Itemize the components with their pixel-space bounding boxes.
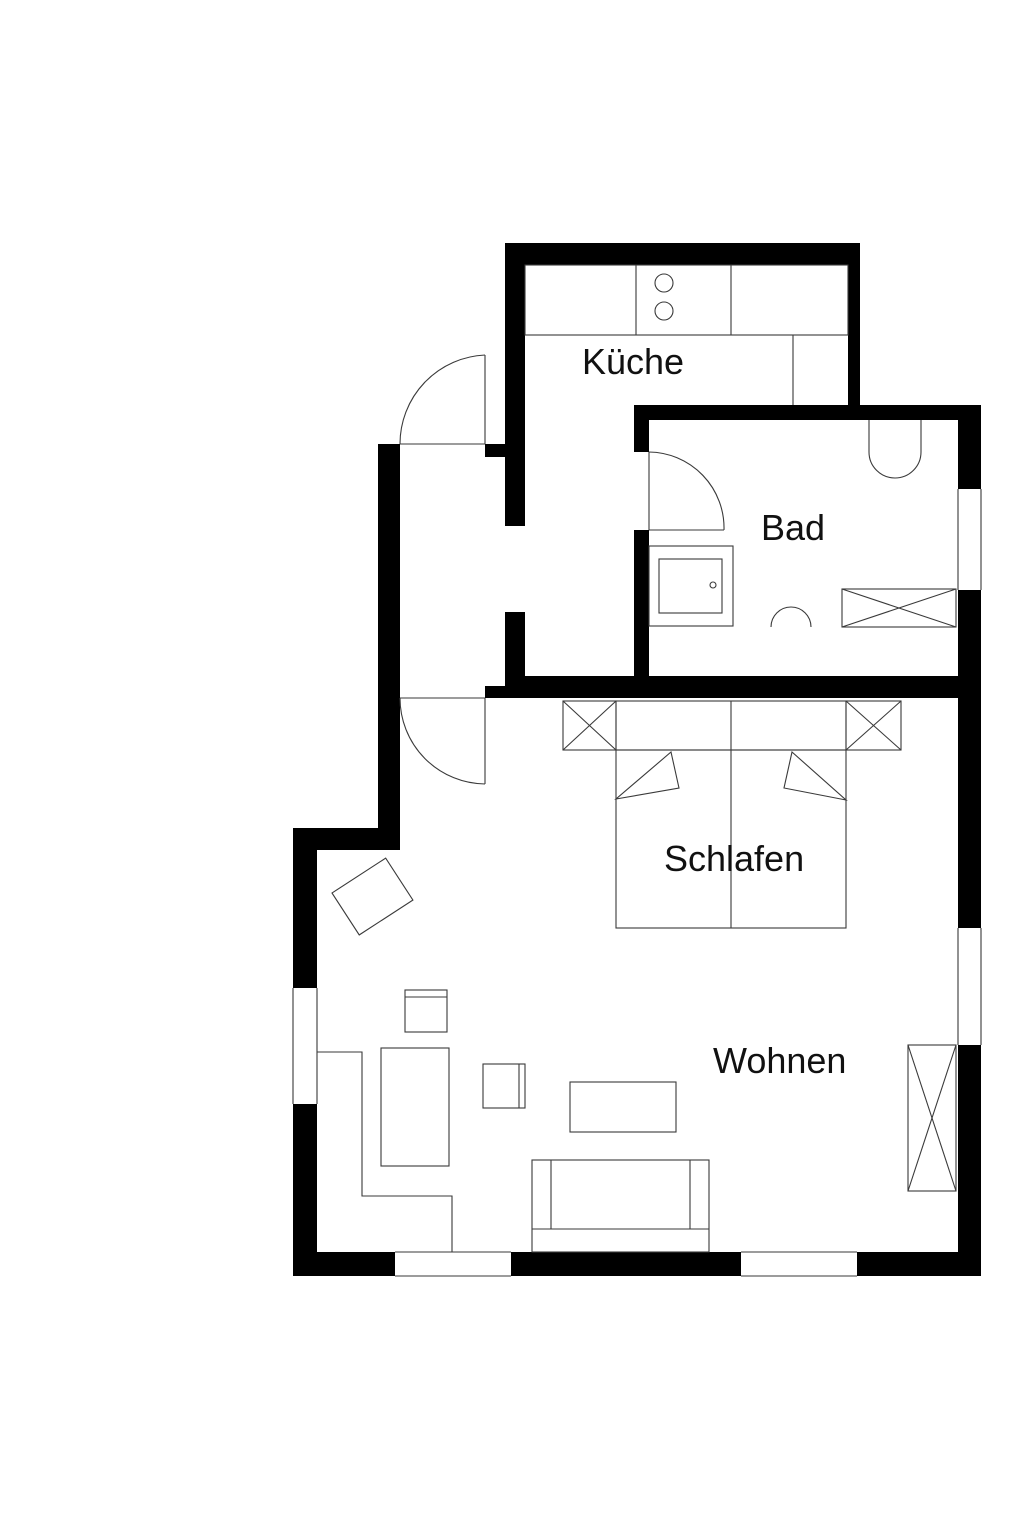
room-label-kitchen: Küche — [582, 341, 684, 382]
armchair-icon — [331, 857, 414, 936]
shower-tray-icon — [648, 545, 734, 627]
wall-living-right-upper — [958, 690, 981, 928]
sink-icon — [770, 606, 812, 628]
walls — [293, 243, 981, 1276]
wall-living-left-lower — [293, 1104, 317, 1276]
sofa-icon — [531, 1159, 710, 1253]
bath-cabinet-icon — [841, 588, 957, 628]
wall-hall-bottom-stub — [485, 686, 525, 698]
wall-kitchen-top — [505, 243, 860, 265]
wall-bath-bedroom — [505, 676, 981, 698]
windows — [292, 489, 982, 1277]
window-bath-right — [957, 489, 982, 590]
wall-living-bottom-mid — [511, 1252, 741, 1276]
kitchen-fixtures — [524, 264, 849, 405]
side-table-icon — [482, 1063, 526, 1109]
window-living-right — [957, 928, 982, 1045]
wall-living-step — [293, 828, 400, 850]
wall-living-right-lower — [958, 1045, 981, 1276]
wall-kitchen-right — [848, 243, 860, 407]
sofa-cushion-icon — [380, 1047, 450, 1167]
door-living — [399, 697, 486, 785]
bedroom-fixtures — [562, 700, 902, 929]
bath-fixtures — [648, 420, 957, 628]
wall-kitchen-left-lower — [505, 612, 525, 697]
wardrobe-icon — [907, 1044, 957, 1192]
living-fixtures — [317, 857, 957, 1253]
window-living-left — [292, 988, 318, 1104]
coffee-table-icon — [569, 1081, 677, 1133]
wall-bath-left-upper — [634, 405, 649, 452]
wall-kitchen-left-upper — [505, 243, 525, 526]
door-bath — [648, 451, 725, 531]
wall-bath-top — [634, 405, 981, 420]
door-entrance — [399, 354, 486, 445]
doors — [399, 354, 725, 785]
room-label-bedroom: Schlafen — [664, 838, 804, 879]
corner-sofa-icon — [317, 1051, 453, 1252]
wall-living-left-upper — [293, 828, 317, 988]
wall-bath-right-upper — [958, 405, 981, 489]
wall-bath-right-lower — [958, 590, 981, 700]
room-label-living: Wohnen — [713, 1040, 846, 1081]
wall-bath-left-lower — [634, 530, 649, 680]
kitchen-counter — [524, 264, 849, 336]
window-living-bottom-left — [395, 1251, 511, 1277]
stool-icon — [404, 989, 448, 1033]
room-label-bath: Bad — [761, 507, 825, 548]
window-living-bottom-right — [741, 1251, 857, 1277]
toilet-icon — [868, 420, 922, 479]
stove-burner-icon — [654, 301, 674, 321]
wall-living-bottom-left — [293, 1252, 395, 1276]
wall-hall-top-left-stub — [378, 444, 400, 457]
wall-living-bottom-right — [857, 1252, 981, 1276]
stove-burner-icon — [654, 273, 674, 293]
pillow-left-icon — [614, 750, 680, 800]
room-labels: Küche Bad Schlafen Wohnen — [582, 341, 846, 1081]
wall-hall-top-right-stub — [485, 444, 525, 457]
wall-hall-left — [378, 444, 400, 844]
pillow-right-icon — [783, 750, 848, 801]
